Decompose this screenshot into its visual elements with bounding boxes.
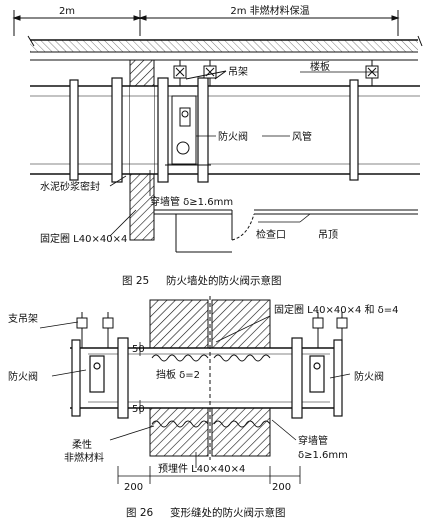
- dim-50-bottom: 50: [132, 404, 145, 415]
- ceiling: [154, 209, 418, 253]
- label-floor-slab: 楼板: [310, 60, 330, 73]
- label-support-hanger: 支吊架: [8, 313, 38, 325]
- figure-25-text: 2m 2m 非燃材料保温 吊架 楼板 防火阀 风管 水泥砂浆密封 穿墙管 δ≥1…: [40, 4, 338, 287]
- fire-wall: [129, 59, 155, 241]
- dim-2m-left: 2m: [59, 6, 75, 17]
- label-fixing-ring: 固定圈 L40×40×4: [40, 232, 127, 245]
- leaders-25: [109, 71, 378, 237]
- label-flexible-1: 柔性: [72, 438, 92, 451]
- label-damper-right: 防火阀: [354, 370, 384, 383]
- label-wall-sleeve: 穿墙管 δ≥1.6mm: [150, 195, 233, 208]
- hangers-26: [76, 312, 348, 348]
- dim-200-left: 200: [124, 482, 143, 493]
- dim-200-right: 200: [272, 482, 291, 493]
- label-hanger: 吊架: [228, 66, 248, 78]
- label-wall-sleeve-1: 穿墙管: [298, 434, 328, 447]
- label-baffle: 挡板 δ=2: [156, 368, 200, 381]
- label-air-duct: 风管: [292, 130, 312, 143]
- leaders-26: [39, 315, 351, 468]
- label-wall-sleeve-2: δ≥1.6mm: [298, 450, 348, 461]
- caption-26-number: 图 26: [126, 507, 154, 519]
- label-flexible-2: 非燃材料: [64, 451, 104, 464]
- air-duct: [30, 85, 420, 175]
- dim-2m-right: 2m 非燃材料保温: [230, 4, 309, 17]
- dimensions-26: [117, 342, 301, 484]
- figure-25: [12, 10, 423, 253]
- dim-50-top: 50: [132, 344, 145, 355]
- label-fixing-ring-26: 固定圈 L40×40×4 和 δ=4: [274, 303, 399, 316]
- figure-26: [39, 296, 351, 484]
- label-fire-damper: 防火阀: [218, 130, 248, 143]
- dampers-26: [71, 337, 343, 419]
- fire-damper-25: [165, 95, 211, 166]
- caption-26-text: 变形缝处的防火阀示意图: [170, 506, 286, 519]
- top-dimension: [12, 10, 400, 36]
- label-embedded: 预埋件 L40×40×4: [158, 463, 245, 475]
- flanges: [69, 77, 359, 183]
- label-cement-seal: 水泥砂浆密封: [40, 180, 100, 193]
- label-ceiling: 吊顶: [318, 229, 338, 241]
- floor-slab: [27, 35, 423, 61]
- walls-26: [149, 296, 271, 460]
- caption-25-number: 图 25: [122, 275, 149, 287]
- label-damper-left: 防火阀: [8, 370, 38, 383]
- flexible-insulation: [151, 354, 271, 428]
- label-inspection-port: 检查口: [256, 228, 286, 241]
- caption-25-text: 防火墙处的防火阀示意图: [166, 274, 282, 287]
- figure-26-text: 支吊架 固定圈 L40×40×4 和 δ=4 防火阀 防火阀 挡板 δ=2 柔性…: [8, 303, 399, 519]
